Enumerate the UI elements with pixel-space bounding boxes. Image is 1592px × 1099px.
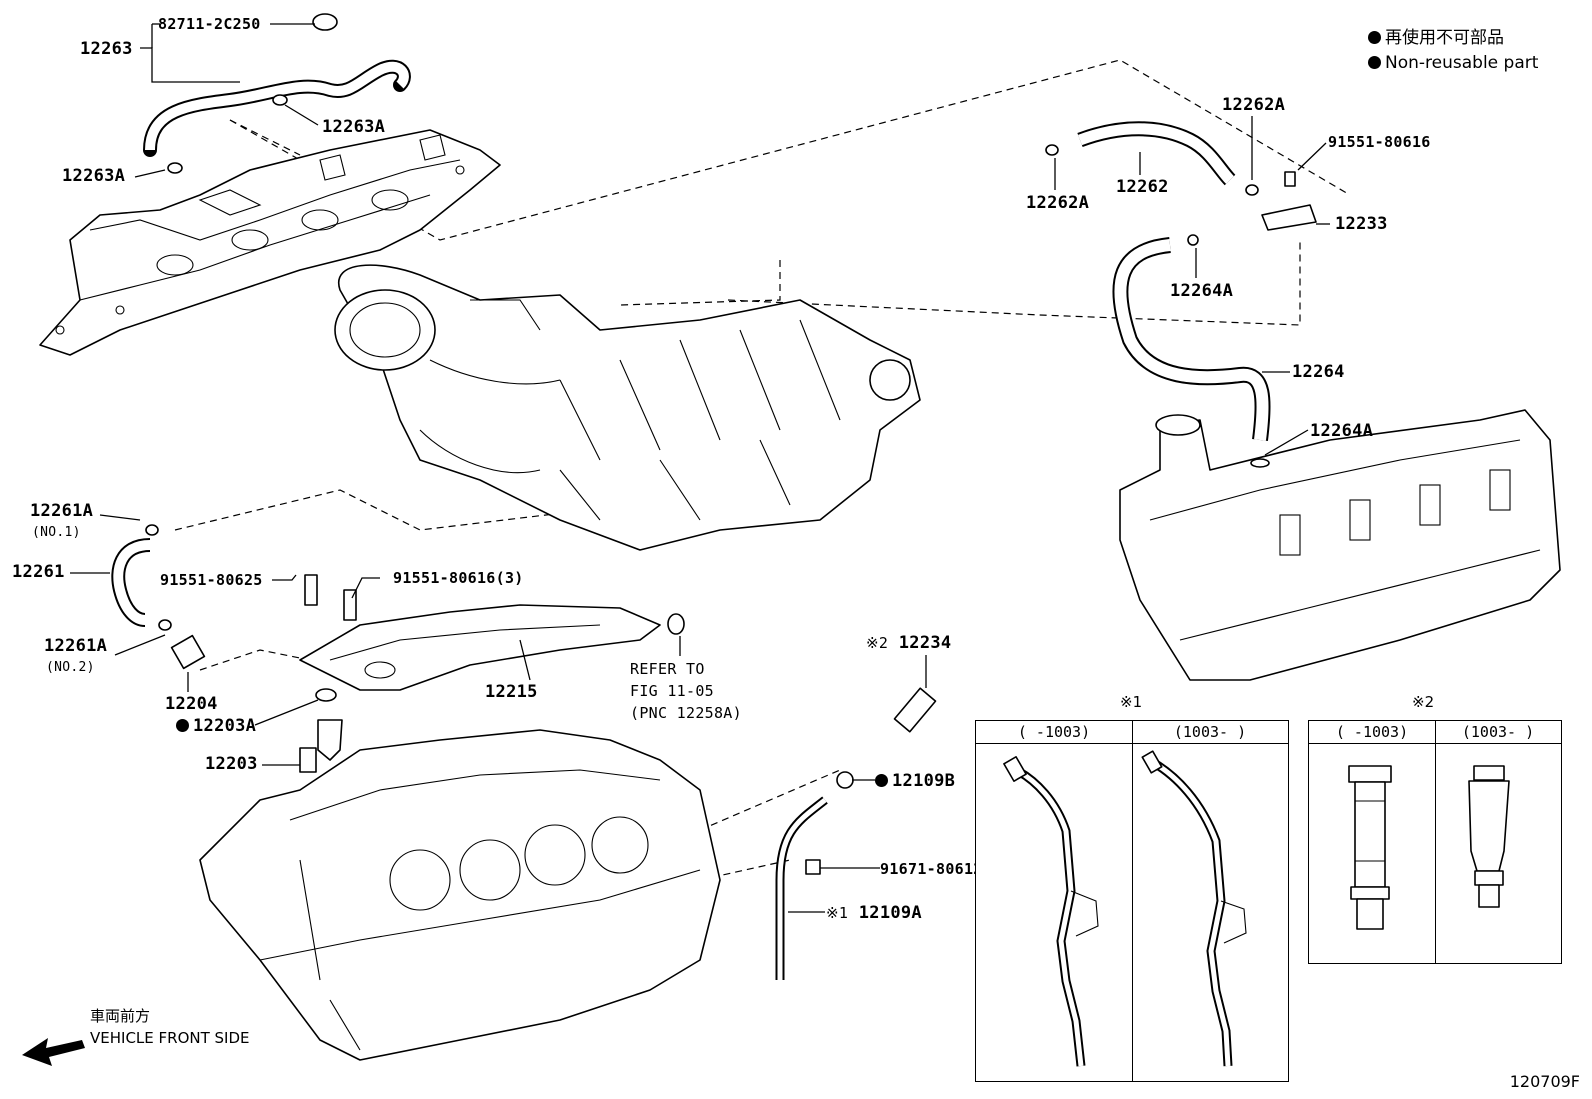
inset-dipstick-guide: ( -1003) (1003- )	[975, 720, 1289, 1082]
inset1-col1-header: ( -1003)	[976, 721, 1132, 744]
part-label-12262A-left[interactable]: 12262A	[1026, 193, 1090, 213]
refer-note-line1: REFER TO	[630, 660, 705, 678]
separator-12215-drawing	[299, 574, 685, 691]
part-label-12262[interactable]: 12262	[1116, 177, 1169, 197]
non-reusable-dot-icon	[1368, 31, 1381, 44]
part-label-12215[interactable]: 12215	[485, 682, 538, 702]
vehicle-front-label: 車両前方 VEHICLE FRONT SIDE	[90, 1007, 250, 1047]
part-label-12261[interactable]: 12261	[12, 562, 65, 582]
hose-12261-drawing	[111, 524, 172, 631]
part-label-12264[interactable]: 12264	[1292, 362, 1345, 382]
left-cylinder-head-cover-drawing	[39, 129, 501, 356]
inset1-mark: ※1	[1120, 693, 1143, 711]
legend-en: Non-reusable part	[1368, 51, 1538, 76]
part-label-12262A-top[interactable]: 12262A	[1222, 95, 1286, 115]
hose-12264-drawing	[1112, 234, 1271, 468]
non-reusable-dot-icon	[875, 774, 888, 787]
vehicle-front-arrow-icon	[22, 1038, 85, 1066]
part-note-no1: (NO.1)	[32, 525, 81, 540]
part-note-no2: (NO.2)	[46, 660, 95, 675]
part-label-12109A[interactable]: ※1 12109A	[826, 903, 922, 923]
part-label-12264A-bottom[interactable]: 12264A	[1310, 421, 1374, 441]
refer-note-line3: (PNC 12258A)	[630, 704, 742, 722]
inset1-col2-header: (1003- )	[1132, 721, 1288, 744]
inset1-drawings	[1003, 750, 1247, 1067]
part-label-12203[interactable]: 12203	[205, 754, 258, 774]
legend: 再使用不可部品 Non-reusable part	[1368, 26, 1538, 76]
right-cylinder-head-cover-drawing	[1119, 409, 1561, 681]
non-reusable-dot-icon	[1368, 56, 1381, 69]
refer-note-line2[interactable]: FIG 11-05	[630, 682, 714, 700]
leader-lines	[70, 23, 1330, 913]
part-label-12263A-clip[interactable]: 12263A	[322, 117, 386, 137]
part-label-91551-80625[interactable]: 91551-80625	[160, 571, 263, 589]
inset2-col2-header: (1003- )	[1435, 721, 1561, 744]
inset2-mark: ※2	[1412, 693, 1435, 711]
hose-12262-drawing	[1045, 121, 1317, 231]
part-label-82711[interactable]: 82711-2C250	[158, 15, 261, 33]
dipstick-drawing	[775, 687, 937, 980]
inset2-divider	[1435, 721, 1436, 963]
part-label-12264A-top[interactable]: 12264A	[1170, 281, 1234, 301]
valve-12204-drawing	[170, 634, 343, 773]
part-label-91551-80616-3[interactable]: 91551-80616(3)	[393, 569, 524, 587]
part-label-12233[interactable]: 12233	[1335, 214, 1388, 234]
part-label-12263A-clip-left[interactable]: 12263A	[62, 166, 126, 186]
inset-level-gauge: ( -1003) (1003- )	[1308, 720, 1562, 964]
intake-manifold-drawing	[334, 264, 921, 551]
part-label-12261A-no1[interactable]: 12261A	[30, 501, 94, 521]
part-label-12261A-no2[interactable]: 12261A	[44, 636, 108, 656]
hose-12263-drawing	[143, 13, 411, 174]
part-label-12234[interactable]: ※2 12234	[866, 633, 952, 653]
part-label-12109B[interactable]: 12109B	[875, 772, 955, 790]
legend-jp: 再使用不可部品	[1368, 26, 1538, 51]
part-label-12204[interactable]: 12204	[165, 694, 218, 714]
inset2-drawings	[1348, 765, 1510, 930]
part-label-12263[interactable]: 12263	[80, 39, 133, 59]
inset1-divider	[1132, 721, 1133, 1081]
engine-block-drawing	[199, 729, 721, 1061]
inset2-col1-header: ( -1003)	[1309, 721, 1435, 744]
part-label-91551-80616[interactable]: 91551-80616	[1328, 133, 1431, 151]
non-reusable-dot-icon	[176, 719, 189, 732]
figure-number: 120709F	[1509, 1072, 1580, 1091]
part-label-12203A[interactable]: 12203A	[176, 717, 256, 735]
part-label-91671-80612[interactable]: 91671-80612	[880, 860, 983, 878]
